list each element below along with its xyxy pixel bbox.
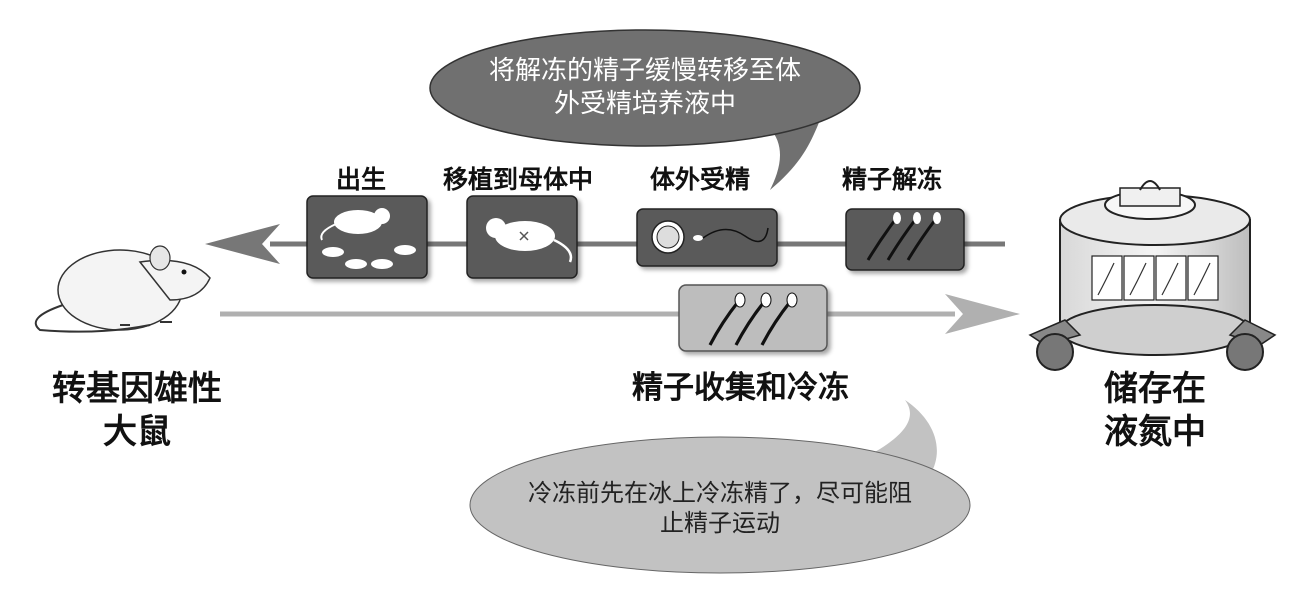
left-title-line-2: 大鼠 [103, 411, 171, 452]
bottom-bubble-text: 冷冻前先在冰上冷冻精了，尽可能阻 止精子运动 [470, 478, 970, 538]
bottom-bubble-line-2: 止精子运动 [660, 509, 780, 537]
transplant-label: 移植到母体中 [443, 165, 594, 194]
collect-label: 精子收集和冷冻 [632, 370, 849, 406]
top-bubble-line-2: 外受精培养液中 [553, 88, 736, 119]
birth-label: 出生 [336, 165, 387, 194]
right-title-line-1: 储存在 [1104, 369, 1206, 409]
egg-sperm-icon [651, 220, 769, 254]
rat-surrogate-icon [486, 218, 573, 263]
bottom-speech-bubble [469, 400, 971, 574]
right-title: 储存在 液氮中 [1070, 368, 1240, 453]
left-title-line-1: 转基因雄性 [52, 369, 222, 409]
male-rat-icon [34, 245, 211, 333]
liquid-nitrogen-tank-icon [1028, 180, 1277, 371]
thaw-box [845, 208, 965, 271]
rat-mother-icon [320, 208, 416, 269]
bottom-bubble-line-1: 冷冻前先在冰上冷冻精了，尽可能阻 [528, 479, 912, 507]
bottom-process-line [220, 294, 1020, 334]
birth-box [306, 195, 428, 279]
top-speech-bubble [429, 29, 861, 190]
top-bubble-text: 将解冻的精子缓慢转移至体 外受精培养液中 [455, 55, 835, 120]
top-bubble-line-1: 将解冻的精子缓慢转移至体 [488, 56, 801, 86]
thaw-label: 精子解冻 [842, 165, 943, 194]
sperm-thaw-icon [866, 212, 941, 261]
left-title: 转基因雄性 大鼠 [12, 368, 262, 453]
sperm-collect-icon [708, 292, 798, 346]
right-title-line-2: 液氮中 [1104, 411, 1206, 452]
ivf-label: 体外受精 [650, 165, 751, 194]
